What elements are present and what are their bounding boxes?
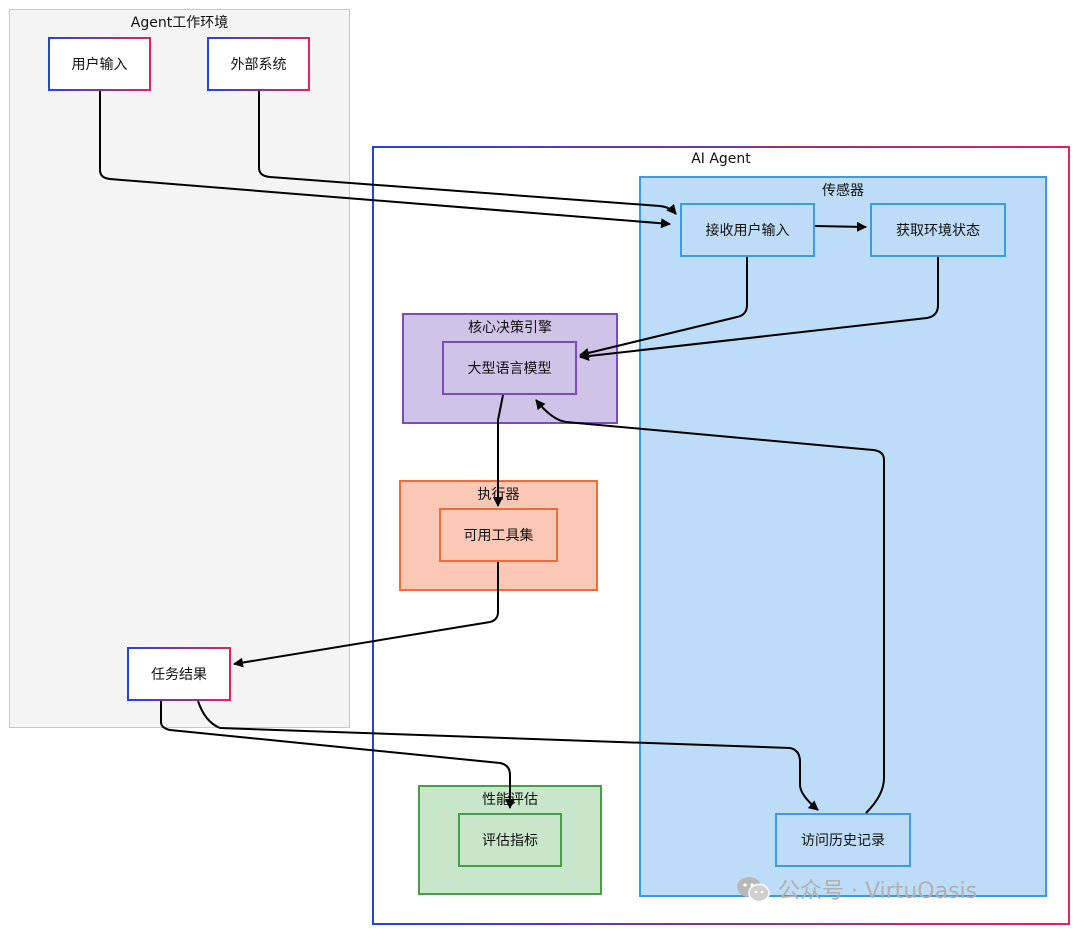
edge-task-result-to-metrics xyxy=(160,701,515,809)
external-system-node: 外部系统 xyxy=(207,37,310,91)
edge-user-input-to-receive xyxy=(99,91,671,229)
edge-llm-to-toolset xyxy=(493,394,504,507)
user-input-node: 用户输入 xyxy=(48,37,151,91)
edge-toolset-to-task-result xyxy=(233,562,499,668)
task-result-node: 任务结果 xyxy=(127,647,231,701)
receive-user-input-node: 接收用户输入 xyxy=(680,203,815,257)
edge-receive-to-llm xyxy=(579,257,748,358)
environment-group-title: Agent工作环境 xyxy=(130,15,229,31)
edge-task-result-to-history xyxy=(197,700,819,811)
metrics-node: 评估指标 xyxy=(458,813,562,867)
history-node: 访问历史记录 xyxy=(775,813,911,867)
get-env-state-node: 获取环境状态 xyxy=(870,203,1006,257)
sensor-group-title: 传感器 xyxy=(822,183,864,199)
core-engine-group-title: 核心决策引擎 xyxy=(468,320,552,336)
toolset-node: 可用工具集 xyxy=(439,508,558,562)
llm-node: 大型语言模型 xyxy=(442,341,577,395)
edge-receive-to-env-state xyxy=(814,221,867,232)
environment-group: Agent工作环境 xyxy=(9,9,350,728)
ai-agent-group-title: AI Agent xyxy=(691,151,751,167)
edge-history-to-llm xyxy=(535,399,885,814)
watermark-text: 公众号 · VirtuOasis xyxy=(778,879,978,904)
watermark: 公众号 · VirtuOasis xyxy=(736,873,977,905)
edge-env-state-to-llm xyxy=(579,257,939,361)
sensor-group: 传感器 xyxy=(639,176,1047,897)
edge-external-to-receive xyxy=(258,91,677,215)
wechat-icon xyxy=(736,875,770,903)
